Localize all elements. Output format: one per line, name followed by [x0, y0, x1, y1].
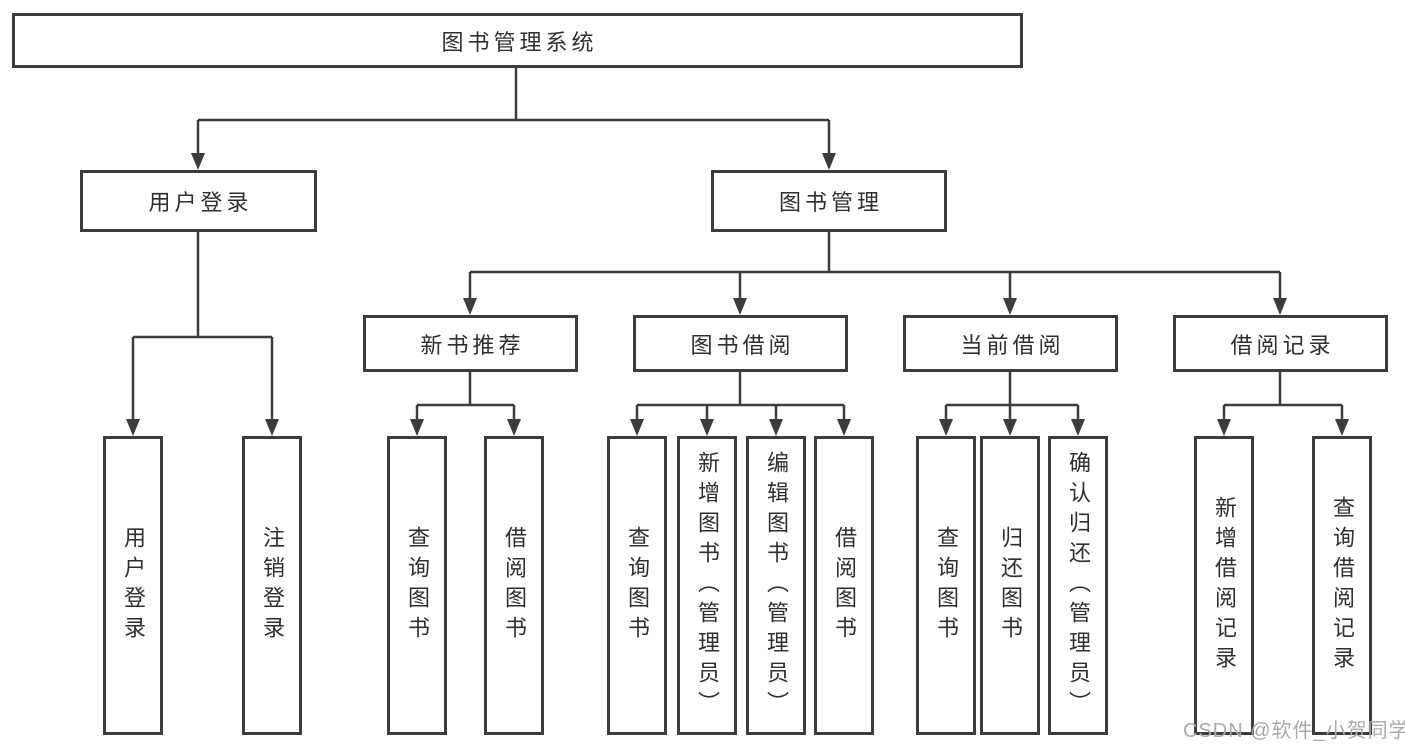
node-book-management: 图书管理	[711, 170, 947, 232]
leaf-confirm-return-admin: 确认归还（管理员）	[1048, 436, 1108, 735]
leaf-borrowing-query-books: 查询图书	[607, 436, 667, 735]
node-new-book-recommend: 新书推荐	[363, 315, 578, 372]
leaf-add-borrow-record: 新增借阅记录	[1194, 436, 1254, 735]
leaf-recommend-query-books: 查询图书	[387, 436, 447, 735]
csdn-watermark: CSDN @软件_小贺同学	[1183, 720, 1405, 742]
leaf-recommend-borrow-books: 借阅图书	[484, 436, 544, 735]
leaf-add-books-admin: 新增图书（管理员）	[677, 436, 737, 735]
node-borrowing-records: 借阅记录	[1173, 315, 1388, 372]
leaf-return-books: 归还图书	[980, 436, 1040, 735]
leaf-logout-action: 注销登录	[242, 436, 302, 735]
node-current-borrowing: 当前借阅	[903, 315, 1118, 372]
leaf-current-query-books: 查询图书	[916, 436, 976, 735]
node-book-borrowing: 图书借阅	[633, 315, 848, 372]
leaf-query-borrow-record: 查询借阅记录	[1312, 436, 1372, 735]
leaf-edit-books-admin: 编辑图书（管理员）	[746, 436, 806, 735]
node-user-login: 用户登录	[80, 170, 317, 232]
leaf-user-login-action: 用户登录	[103, 436, 163, 735]
node-library-management-system: 图书管理系统	[12, 13, 1023, 68]
leaf-borrowing-borrow-books: 借阅图书	[814, 436, 874, 735]
arrowhead-icons	[126, 153, 1349, 436]
